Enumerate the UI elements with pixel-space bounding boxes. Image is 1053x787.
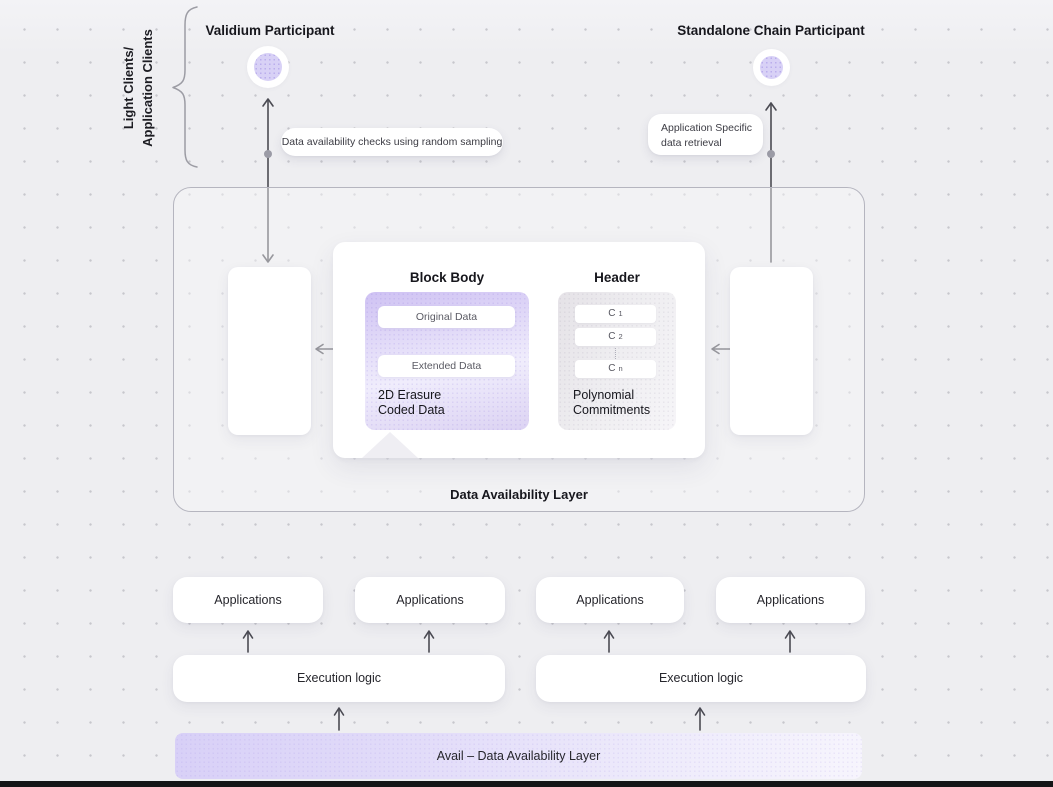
bottom-bar [0,781,1053,787]
retrieval-note: Application Specific data retrieval [648,114,763,155]
standalone-participant-label: Standalone Chain Participant [677,23,865,38]
right-node-card [730,267,813,435]
applications-box-4: Applications [716,577,865,623]
extended-data-pill: Extended Data [378,355,515,377]
execution-logic-box-1: Execution logic [173,655,505,702]
execution-logic-box-2: Execution logic [536,655,866,702]
exec-to-app-arrows [242,630,796,653]
left-node-card [228,267,311,435]
connector-dot [767,150,775,158]
ellipsis-dots-icon [615,348,616,359]
validium-node-core-icon [254,53,282,81]
triangle-watermark-icon [362,432,418,458]
applications-box-3: Applications [536,577,684,623]
polynomial-caption: Polynomial Commitments [573,388,651,417]
header-title: Header [594,270,640,285]
validium-node-icon [247,46,289,88]
sampling-note: Data availability checks using random sa… [281,128,503,156]
light-clients-group-label: Light Clients/ Application Clients [121,29,155,147]
standalone-node-core-icon [760,56,783,79]
block-body-title: Block Body [409,270,485,285]
block-structure-card: Block Body Header Original Data Extended… [333,242,705,458]
connector-dot [264,150,272,158]
original-data-pill: Original Data [378,306,515,328]
applications-box-1: Applications [173,577,323,623]
banner-to-exec-arrows [333,707,706,731]
validium-participant-label: Validium Participant [205,23,335,38]
erasure-caption: 2D Erasure Coded Data [378,388,445,417]
avail-da-layer-banner: Avail – Data Availability Layer [175,733,862,779]
applications-box-2: Applications [355,577,505,623]
standalone-node-icon [753,49,790,86]
block-body-panel: Original Data Extended Data 2D Erasure C… [365,292,529,430]
data-availability-layer-label: Data Availability Layer [450,487,588,502]
